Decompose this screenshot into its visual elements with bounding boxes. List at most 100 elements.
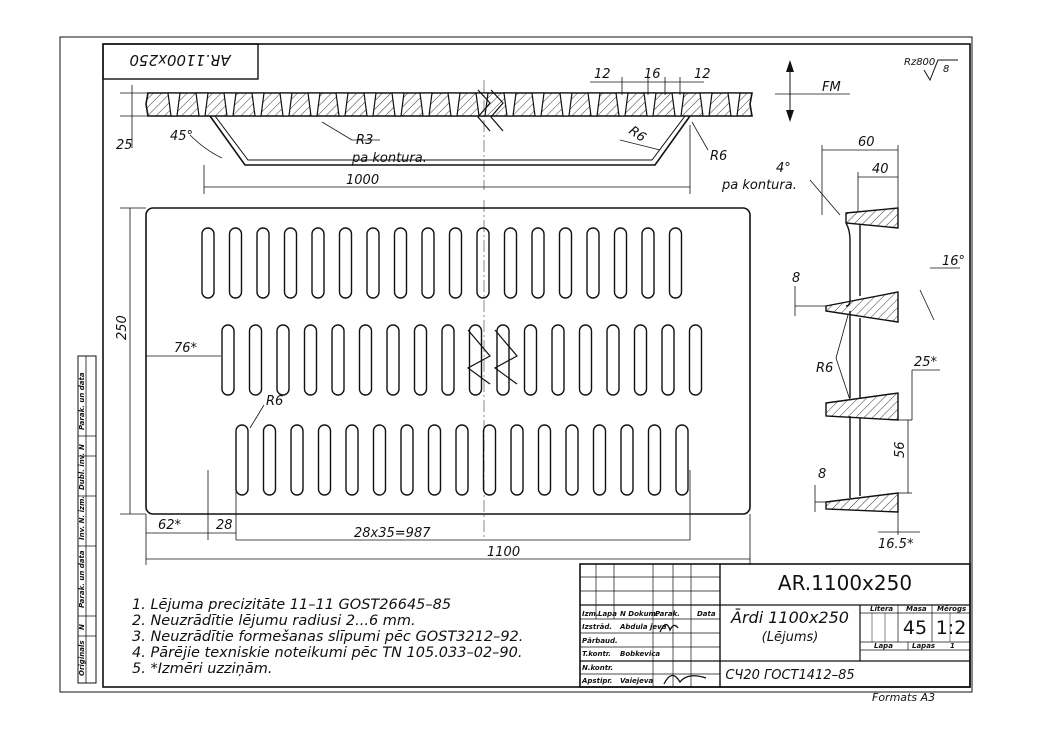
dim-width-250: 250 bbox=[115, 315, 130, 340]
tb-hdr-lapa: Lapa bbox=[598, 610, 617, 618]
dim-pitch-28: 28 bbox=[216, 518, 233, 533]
dim-height-25: 25 bbox=[116, 138, 133, 153]
grate-slot bbox=[455, 424, 469, 496]
stamp-dubl: Dubl. inv. bbox=[78, 453, 86, 490]
dim-angle-4: 4° bbox=[776, 161, 791, 176]
dim-total-1100: 1100 bbox=[487, 545, 520, 560]
stamp-inv: Inv. N. izm. bbox=[78, 496, 86, 540]
tb-hdr-izm: Izm. bbox=[582, 610, 599, 618]
tb-hdr-lapa2: Lapa bbox=[874, 642, 893, 650]
grate-slot bbox=[441, 324, 455, 396]
side-slot bbox=[727, 92, 741, 117]
stamp-n-2: N bbox=[78, 444, 86, 450]
side-slots bbox=[167, 92, 741, 117]
tb-hdr-litera: Litera bbox=[870, 605, 893, 613]
side-slot bbox=[503, 92, 517, 117]
dim-pitch-25: 25* bbox=[914, 355, 938, 370]
grate-slot bbox=[331, 324, 345, 396]
tb-designation: AR.1100x250 bbox=[778, 571, 912, 595]
note-3: 3. Neuzrādītie formešanas slīpumi pēc GO… bbox=[132, 629, 523, 645]
tb-hdr-merogs: Mērogs bbox=[937, 605, 966, 613]
dim-rib-12-left: 12 bbox=[594, 67, 611, 82]
dim-r6-section: R6 bbox=[816, 361, 833, 376]
grate-slot bbox=[201, 227, 215, 299]
side-slot bbox=[363, 92, 377, 117]
grate-slot bbox=[372, 424, 387, 496]
grate-slot bbox=[256, 227, 270, 299]
section-view: 60 40 4° pa kontura. 8 16° R6 25* 56 8 1… bbox=[721, 135, 965, 552]
tb-row-parbaud: Pārbaud. bbox=[582, 637, 618, 645]
dim-h8-top: 8 bbox=[792, 271, 800, 286]
grate-slot bbox=[606, 324, 620, 396]
tb-masa-value: 45 bbox=[903, 617, 927, 639]
tb-lapas-value: 1 bbox=[950, 642, 955, 650]
side-slot bbox=[587, 92, 601, 117]
grate-slot bbox=[235, 424, 249, 496]
stamp-parak-1: Parak. un data bbox=[78, 550, 86, 608]
signature-2 bbox=[663, 674, 707, 685]
dim-h56: 56 bbox=[893, 441, 908, 458]
outer-frame bbox=[59, 36, 973, 693]
tb-name: Ārdi 1100x250 bbox=[730, 608, 849, 627]
section-rib-4 bbox=[825, 492, 899, 513]
grate-slot bbox=[221, 324, 235, 396]
tb-row-izstrad: Izstrād. bbox=[582, 623, 612, 631]
inner-frame bbox=[102, 43, 971, 688]
dim-h8-bottom: 8 bbox=[818, 467, 826, 482]
side-slot bbox=[391, 92, 405, 117]
stamp-originals: Originals bbox=[78, 641, 86, 677]
tb-hdr-dokum: N Dokum. bbox=[620, 610, 659, 618]
side-slot bbox=[195, 92, 209, 117]
grate-slot bbox=[613, 227, 628, 299]
grate-slot bbox=[338, 227, 353, 299]
grate-slot bbox=[531, 227, 545, 299]
grate-slot bbox=[345, 424, 359, 496]
grate-slot bbox=[578, 324, 593, 396]
grate-slot bbox=[262, 424, 277, 496]
side-slot bbox=[223, 92, 237, 117]
title-block: AR.1100x250 Ārdi 1100x250 (Lējums) СЧ20 … bbox=[579, 563, 971, 688]
label-fm: FM bbox=[822, 80, 841, 95]
dim-angle-45: 45° bbox=[170, 129, 193, 144]
grate-slot bbox=[358, 324, 373, 396]
tb-hdr-lapas: Lapas bbox=[912, 642, 935, 650]
side-slot bbox=[167, 92, 181, 117]
grate-slot bbox=[482, 424, 497, 496]
grate-slot bbox=[647, 424, 662, 496]
side-slot bbox=[699, 92, 713, 117]
tb-hdr-parak: Parak. bbox=[655, 610, 680, 618]
tb-hdr-masa: Masa bbox=[906, 605, 927, 613]
grate-slot bbox=[675, 424, 689, 496]
tb-hdr-data: Data bbox=[697, 610, 716, 618]
grate-slot bbox=[565, 424, 579, 496]
signature-1 bbox=[659, 623, 679, 633]
grate-slot bbox=[551, 324, 565, 396]
grate-slot bbox=[427, 424, 442, 496]
tb-row-nkontr: N.kontr. bbox=[582, 664, 613, 672]
grate-slot bbox=[421, 227, 435, 299]
plan-slots bbox=[201, 227, 703, 496]
tb-row-tkontr: T.kontr. bbox=[582, 650, 611, 658]
notes: 1. Lējuma precizitāte 11–11 GOST26645–85… bbox=[132, 597, 523, 677]
dim-rib-12-right: 12 bbox=[694, 67, 711, 82]
grate-slot bbox=[283, 227, 298, 299]
dim-length-1000: 1000 bbox=[346, 173, 379, 188]
dim-16-5: 16.5* bbox=[878, 537, 914, 552]
grate-slot bbox=[290, 424, 304, 496]
dim-offset-62: 62* bbox=[158, 518, 182, 533]
tb-subname: (Lējums) bbox=[762, 630, 819, 645]
side-slot bbox=[475, 92, 489, 117]
grate-slot bbox=[620, 424, 634, 496]
stamp-n-1: N bbox=[78, 624, 86, 630]
tb-name-apstipr: Vaiejeva bbox=[620, 677, 653, 685]
section-rib-2 bbox=[825, 291, 899, 323]
tb-name-izstrad: Abdula jeva bbox=[619, 623, 667, 631]
grate-slot bbox=[537, 424, 552, 496]
tb-material: СЧ20 ГОСТ1412–85 bbox=[725, 668, 854, 683]
grate-slot bbox=[228, 227, 243, 299]
side-stamp: Originals N Parak. un data Inv. N. izm. … bbox=[77, 355, 97, 684]
grate-slot bbox=[276, 324, 290, 396]
grate-slot bbox=[668, 227, 683, 299]
grate-slot bbox=[476, 227, 490, 299]
